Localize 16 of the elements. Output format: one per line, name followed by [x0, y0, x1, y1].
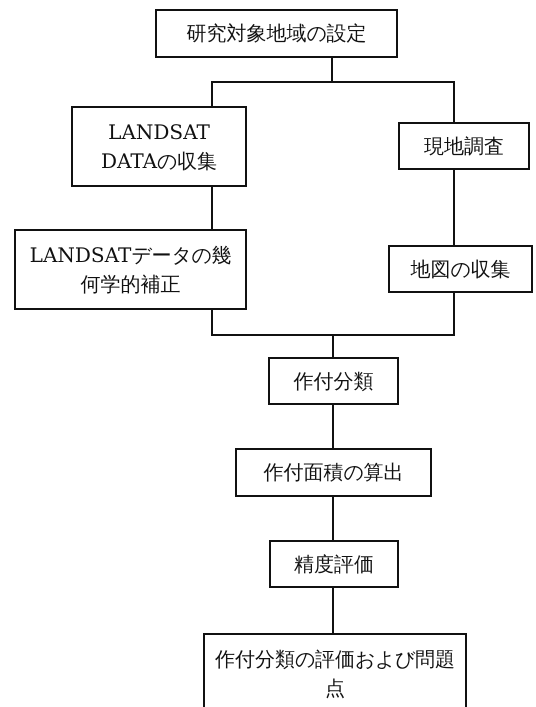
process-box: LANDSATデータの幾何学的補正 — [14, 229, 247, 310]
process-box: 現地調査 — [398, 122, 530, 170]
process-box: 作付面積の算出 — [235, 448, 432, 497]
connector-line — [332, 497, 334, 540]
connector-line — [453, 170, 455, 245]
process-box: 地図の収集 — [388, 245, 533, 293]
connector-line — [331, 58, 455, 122]
connector-line — [211, 187, 213, 229]
connector-line — [332, 293, 455, 357]
process-box: LANDSAT DATAの収集 — [71, 106, 247, 187]
connector-line — [332, 405, 334, 448]
process-box: 作付分類 — [268, 357, 399, 405]
process-box: 研究対象地域の設定 — [155, 9, 398, 58]
process-box: 作付分類の評価および問題点 — [203, 633, 467, 707]
connector-line — [332, 588, 334, 633]
process-box: 精度評価 — [269, 540, 399, 588]
